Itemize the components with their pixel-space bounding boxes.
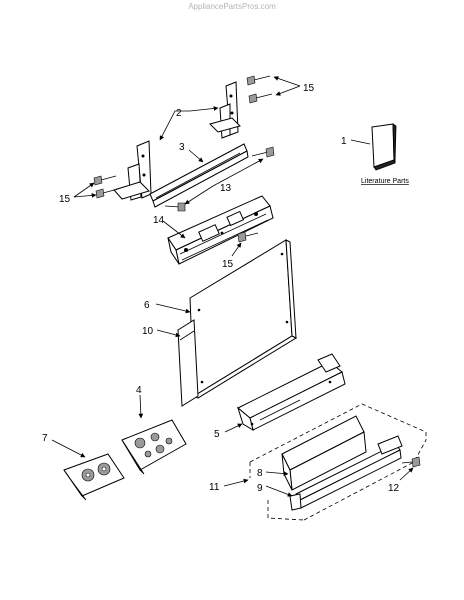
callout-13: 13	[220, 183, 232, 194]
callout-15-top: 15	[303, 83, 315, 94]
callout-14: 14	[153, 215, 165, 226]
screw-top-lower[interactable]	[248, 93, 273, 104]
parts-bag[interactable]	[63, 453, 125, 501]
callout-12: 12	[388, 483, 400, 494]
screw-left-upper[interactable]	[93, 175, 117, 186]
callout-8: 8	[257, 468, 263, 479]
toe-panel-trim[interactable]	[289, 435, 403, 511]
callout-1: 1	[341, 136, 347, 147]
rail-screw-right[interactable]	[251, 146, 275, 158]
screw-left-lower[interactable]	[95, 188, 119, 199]
watermark: AppliancePartsPros.com	[188, 2, 276, 11]
callout-2: 2	[176, 108, 182, 119]
toe-panel[interactable]	[281, 415, 367, 491]
outer-door-panel[interactable]	[189, 239, 298, 399]
toe-panel-assembly-outline	[249, 403, 427, 521]
toe-panel-screw[interactable]	[401, 456, 421, 468]
callout-15-left: 15	[59, 194, 71, 205]
literature-parts-label: Literature Parts	[361, 178, 409, 185]
mounting-bracket-left[interactable]	[113, 140, 152, 201]
screw-top-upper[interactable]	[246, 75, 271, 86]
callout-3: 3	[179, 142, 185, 153]
callout-11: 11	[209, 482, 220, 493]
toe-panel-bracket[interactable]	[237, 353, 346, 432]
screw-bottom[interactable]	[237, 231, 259, 243]
control-assembly[interactable]	[167, 195, 274, 265]
rail-screw-left[interactable]	[164, 202, 186, 212]
callout-9: 9	[257, 483, 263, 494]
literature-booklet[interactable]	[371, 123, 397, 171]
support-rail[interactable]	[149, 143, 249, 208]
callout-4: 4	[136, 385, 142, 396]
callout-6: 6	[144, 300, 150, 311]
mounting-bracket-right[interactable]	[209, 81, 241, 139]
callout-7: 7	[42, 433, 48, 444]
callout-5: 5	[214, 429, 220, 440]
callout-15-bottom: 15	[222, 259, 234, 270]
door-insulation[interactable]	[177, 319, 199, 407]
callout-10: 10	[142, 326, 154, 337]
hardware-bag[interactable]	[121, 419, 187, 475]
